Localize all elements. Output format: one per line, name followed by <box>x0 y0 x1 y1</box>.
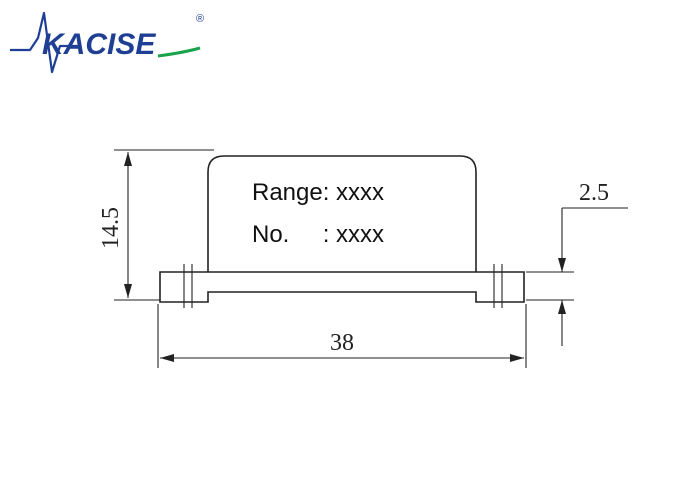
flange-arrow-bottom <box>558 300 566 314</box>
height-dimension-label: 14.5 <box>98 207 124 249</box>
width-arrow-left <box>160 354 174 362</box>
height-arrow-bottom <box>124 284 132 298</box>
flange-arrow-top <box>558 258 566 272</box>
logo-swoosh-icon <box>157 46 201 58</box>
pulse-wave-icon <box>10 11 78 74</box>
registered-mark: ® <box>196 13 204 25</box>
width-dimension-label: 38 <box>330 330 354 356</box>
range-label: Range: xxxx <box>252 179 384 206</box>
kacise-logo: KACISE ® <box>10 11 204 74</box>
flange-dimension-label: 2.5 <box>579 180 609 206</box>
height-arrow-top <box>124 152 132 166</box>
width-arrow-right <box>510 354 524 362</box>
base-flange-outline <box>159 271 525 303</box>
number-label: No. : xxxx <box>252 221 384 248</box>
label-panel-outline <box>207 155 477 272</box>
logo-brand-text: KACISE <box>42 28 156 61</box>
